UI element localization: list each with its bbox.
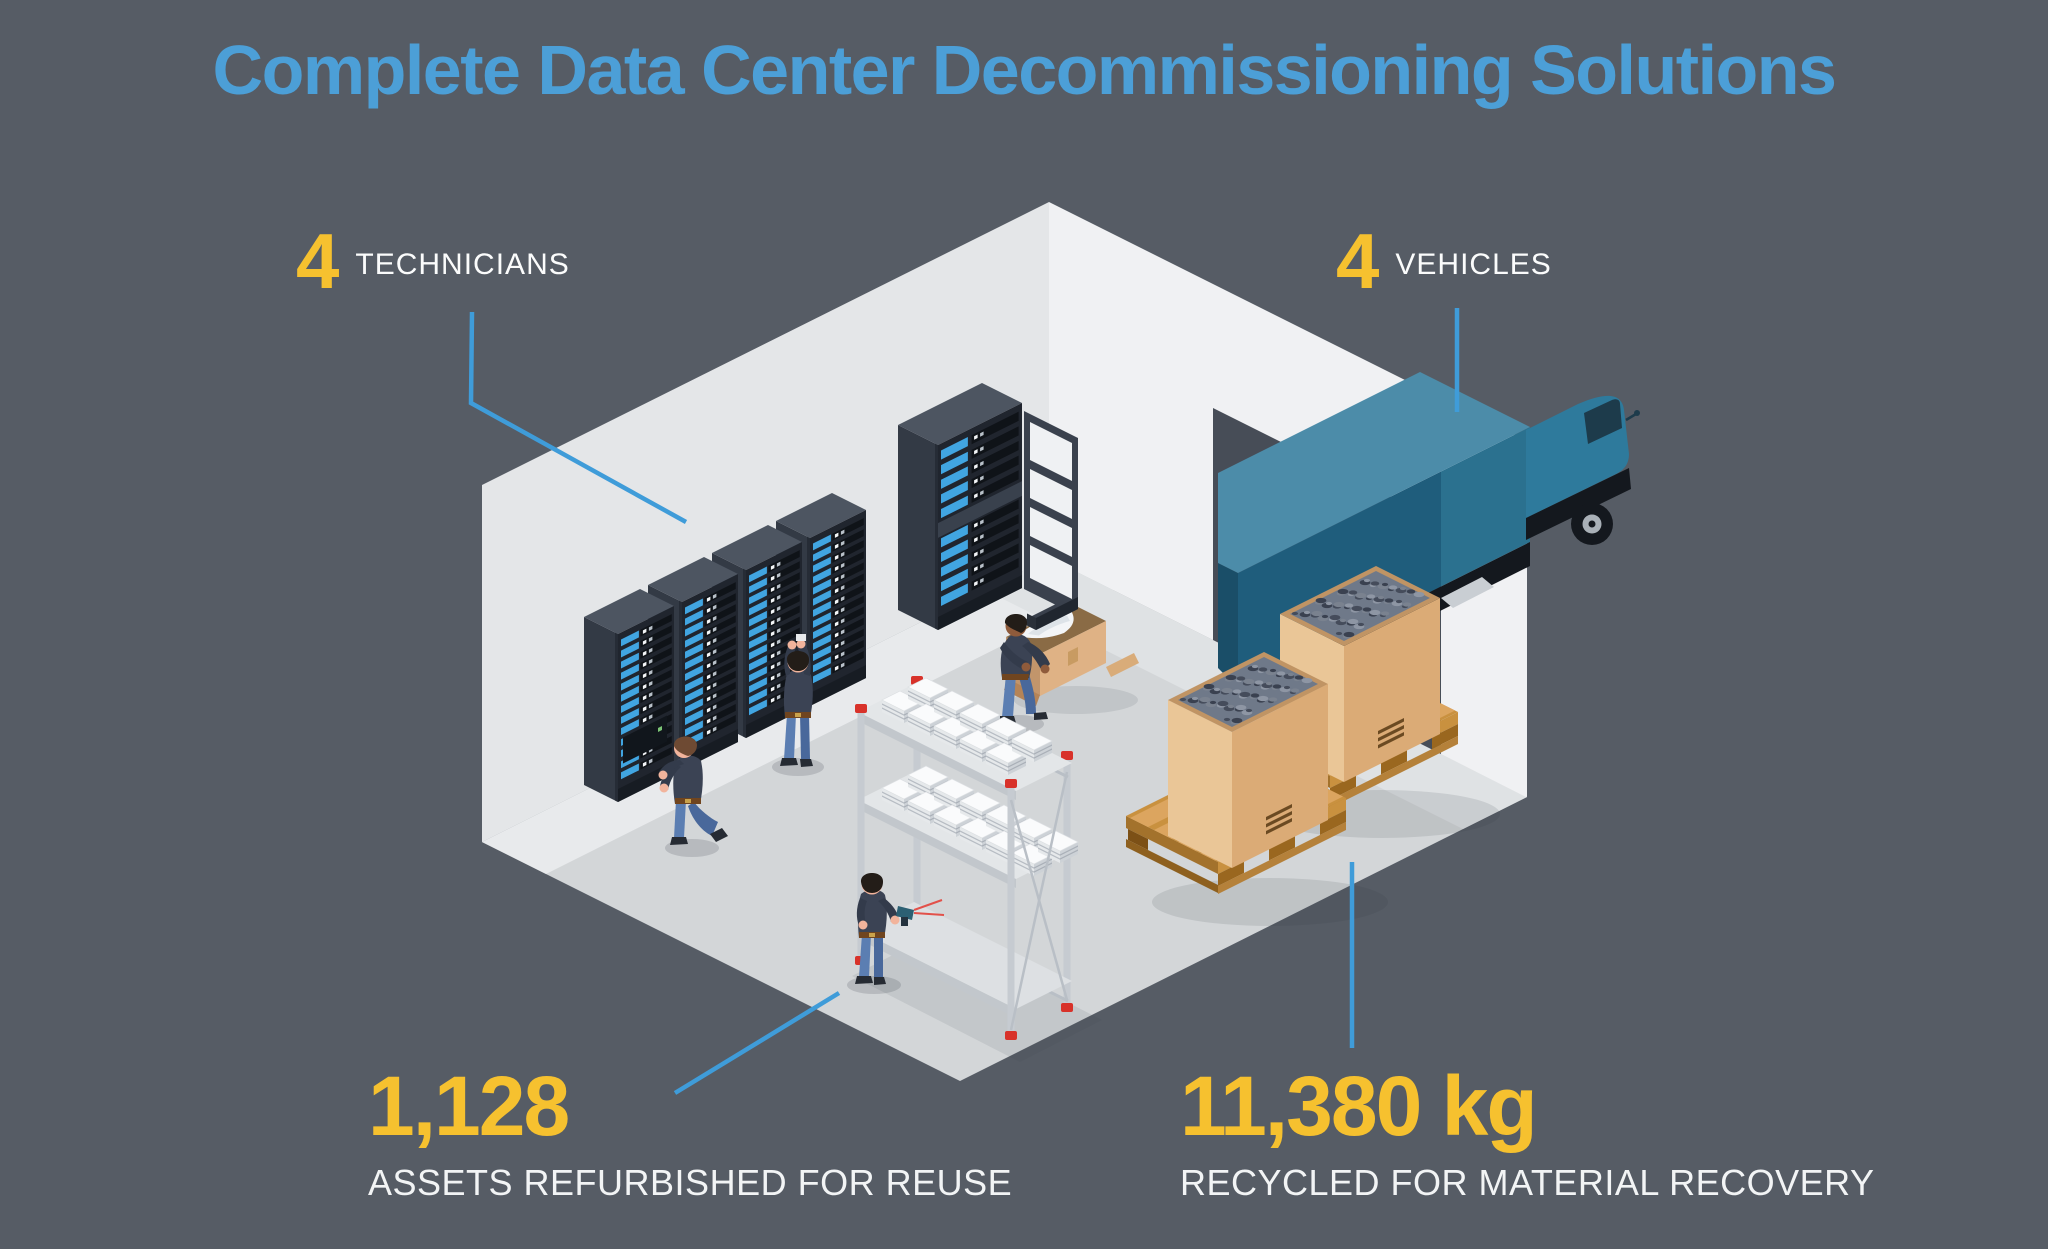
stat-assets-refurbished: 1,128 ASSETS REFURBISHED FOR REUSE [368,1064,1012,1204]
stat-technicians-label: TECHNICIANS [355,248,570,281]
technician-kneeling [658,736,728,857]
recycling-pallet-1 [1126,652,1388,926]
server-rack [584,589,674,802]
stat-vehicles-label: VEHICLES [1395,248,1552,281]
connector-technicians [468,311,688,524]
rack-door [1024,410,1078,616]
stat-material-recycled: 11,380 kg RECYCLED FOR MATERIAL RECOVERY [1180,1064,1874,1204]
stat-recycled-label: RECYCLED FOR MATERIAL RECOVERY [1180,1162,1875,1203]
connector-lines [468,308,1460,1095]
truck-rear-face [1218,563,1238,688]
page-title: Complete Data Center Decommissioning Sol… [212,31,1837,109]
truck-front-wheel [1571,503,1613,545]
open-server-rack [898,383,1022,630]
gaylord-box [1168,652,1328,868]
stat-assets-value: 1,128 [368,1059,570,1153]
technician-at-rack [772,634,824,776]
technician-scanning [847,873,945,994]
stat-vehicles: 4 VEHICLES [1336,222,1552,300]
refurbished-drive-stacks [881,677,1079,876]
stat-technicians-value: 4 [296,217,340,305]
truck-cab-chassis [1526,468,1631,540]
barcode-scanner [896,899,945,926]
server-rack-row [584,493,866,802]
stat-technicians: 4 TECHNICIANS [296,222,570,300]
connector-assets [673,991,841,1095]
server-rack [898,383,1022,630]
dock-wall-strip [1441,568,1526,797]
dock-plate [1441,577,1494,608]
stat-assets-label: ASSETS REFURBISHED FOR REUSE [368,1162,1013,1203]
stat-vehicles-value: 4 [1336,217,1380,305]
truck-cargo-top [1218,372,1530,573]
asset-shelving [852,676,1102,1062]
stat-recycled-value: 11,380 kg [1180,1059,1538,1153]
truck-cargo-side [1441,427,1530,587]
truck-cab-window [1584,399,1622,444]
